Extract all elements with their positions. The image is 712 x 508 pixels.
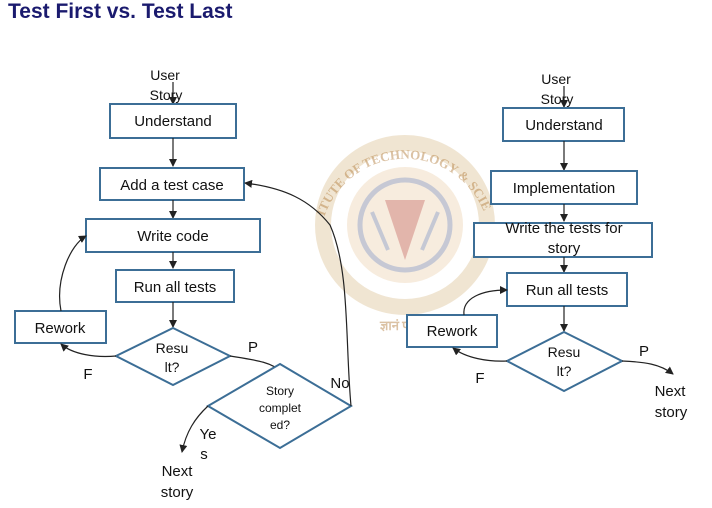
left-pass-label: P: [248, 339, 258, 356]
right-pass-label: P: [639, 343, 649, 360]
right-run-all-tests-box: [506, 272, 628, 307]
left-understand-label: Understand: [134, 113, 212, 130]
story-completed-line3: ed?: [270, 418, 290, 432]
right-next-story-line1: Next: [655, 383, 687, 400]
right-result-decision: [504, 330, 625, 393]
story-completed-line1: Story: [266, 384, 294, 398]
left-result-decision: [113, 326, 233, 387]
left-rework-box: [14, 310, 107, 344]
left-next-story-line2: story: [161, 484, 194, 501]
watermark-emblem: BIRLA INSTITUTE OF TECHNOLOGY & SCIENCE,…: [0, 0, 495, 334]
add-test-case-label: Add a test case: [120, 177, 223, 194]
right-rework-label: Rework: [427, 323, 478, 340]
write-tests-line1: Write the tests for: [505, 220, 622, 237]
story-completed-line2: complet: [259, 401, 302, 415]
right-understand-box: [502, 107, 625, 142]
page-title: Test First vs. Test Last: [8, 0, 233, 23]
left-next-story-line1: Next: [162, 463, 194, 480]
right-result-line2: lt?: [557, 363, 572, 379]
right-run-all-tests-label: Run all tests: [526, 282, 609, 299]
implementation-box: [490, 170, 638, 205]
left-run-all-tests-box: [115, 269, 235, 303]
write-code-label: Write code: [137, 228, 208, 245]
left-understand-box: [109, 103, 237, 139]
left-result-line1: Resu: [156, 340, 189, 356]
add-test-case-box: [99, 167, 245, 201]
right-user-story-line1: User: [541, 71, 571, 87]
left-fail-label: F: [83, 366, 92, 383]
implementation-label: Implementation: [513, 180, 616, 197]
story-completed-decision: [206, 362, 353, 450]
right-result-line1: Resu: [548, 344, 581, 360]
no-label: No: [330, 375, 349, 392]
right-fail-label: F: [475, 370, 484, 387]
right-rework-box: [406, 314, 498, 348]
test-last-flow: User Story Understand Implementation Wri…: [406, 71, 688, 421]
left-result-line2: lt?: [165, 359, 180, 375]
left-run-all-tests-label: Run all tests: [134, 279, 217, 296]
left-user-story-line2: Story: [150, 87, 183, 103]
write-code-box: [85, 218, 261, 253]
write-tests-line2: story: [548, 240, 581, 257]
test-first-flow: User Story Understand Add a test case Wr…: [14, 67, 353, 501]
yes-label-line2: s: [200, 446, 208, 463]
left-user-story-line1: User: [150, 67, 180, 83]
left-rework-label: Rework: [35, 320, 86, 337]
right-user-story-line2: Story: [541, 91, 574, 107]
write-tests-box: [473, 222, 653, 258]
yes-label-line1: Ye: [200, 426, 217, 443]
right-understand-label: Understand: [525, 117, 603, 134]
right-next-story-line2: story: [655, 404, 688, 421]
